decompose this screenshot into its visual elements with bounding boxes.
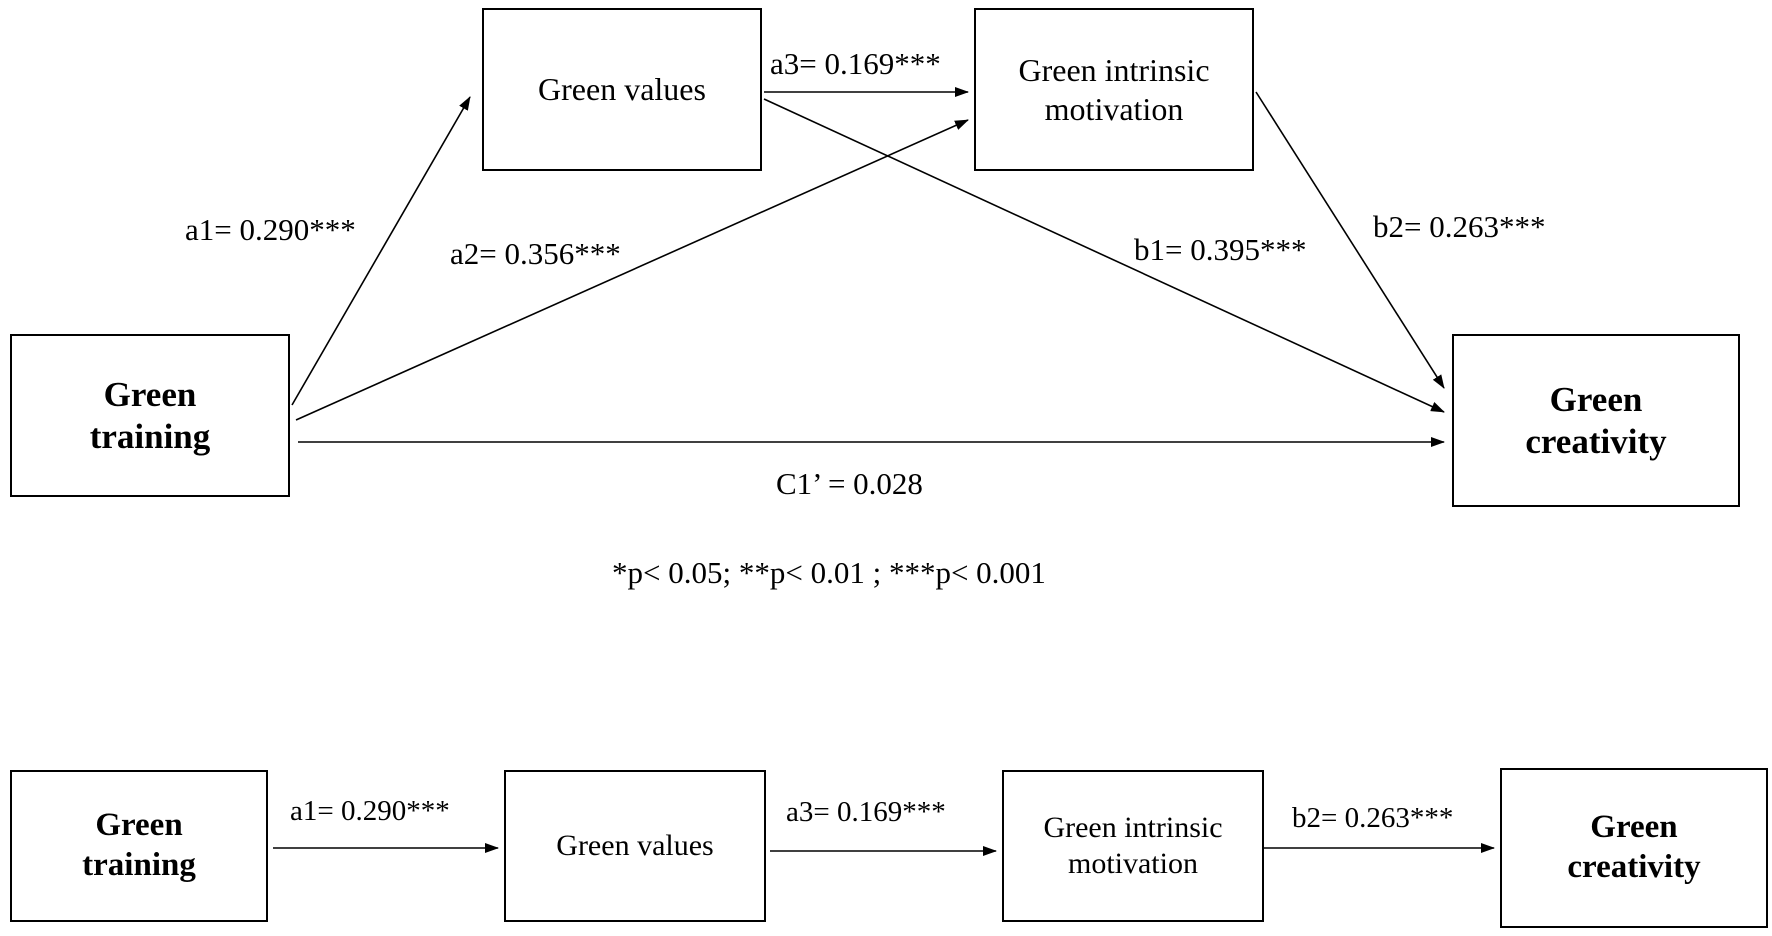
node-green-training-top: Green training	[10, 334, 290, 497]
path-label-b1-top: b1= 0.395***	[1134, 232, 1307, 267]
path-label-b2-top: b2= 0.263***	[1373, 209, 1546, 244]
node-green-creativity-top: Green creativity	[1452, 334, 1740, 507]
node-green-training-bottom: Green training	[10, 770, 268, 922]
path-label-a1-top: a1= 0.290***	[185, 212, 356, 247]
arrow-a1-top	[291, 96, 471, 406]
node-green-values-bottom: Green values	[504, 770, 766, 922]
node-label: Green values	[538, 71, 706, 108]
path-label-a2-top: a2= 0.356***	[450, 236, 621, 271]
node-label: Green training	[89, 374, 211, 456]
path-label-a1-bottom: a1= 0.290***	[290, 795, 450, 827]
arrow-a2-top	[295, 119, 969, 421]
node-label: Green training	[82, 807, 196, 883]
node-label: Green creativity	[1567, 809, 1701, 885]
node-green-creativity-bottom: Green creativity	[1500, 768, 1768, 928]
significance-note: *p< 0.05; **p< 0.01 ; ***p< 0.001	[612, 555, 1046, 590]
node-label: Green creativity	[1525, 379, 1667, 461]
node-green-values-top: Green values	[482, 8, 762, 171]
path-label-b2-bottom: b2= 0.263***	[1292, 802, 1454, 834]
node-label: Green values	[556, 829, 714, 862]
path-label-c1-top: C1’ = 0.028	[776, 466, 923, 501]
node-green-intrinsic-motivation-top: Green intrinsic motivation	[974, 8, 1254, 171]
node-label: Green intrinsic motivation	[1043, 811, 1223, 880]
node-label: Green intrinsic motivation	[1018, 52, 1210, 127]
node-green-intrinsic-motivation-bottom: Green intrinsic motivation	[1002, 770, 1264, 922]
arrow-b2-top	[1255, 91, 1445, 389]
path-label-a3-bottom: a3= 0.169***	[786, 796, 946, 828]
arrow-b1-top	[763, 98, 1445, 413]
path-label-a3-top: a3= 0.169***	[770, 46, 941, 81]
